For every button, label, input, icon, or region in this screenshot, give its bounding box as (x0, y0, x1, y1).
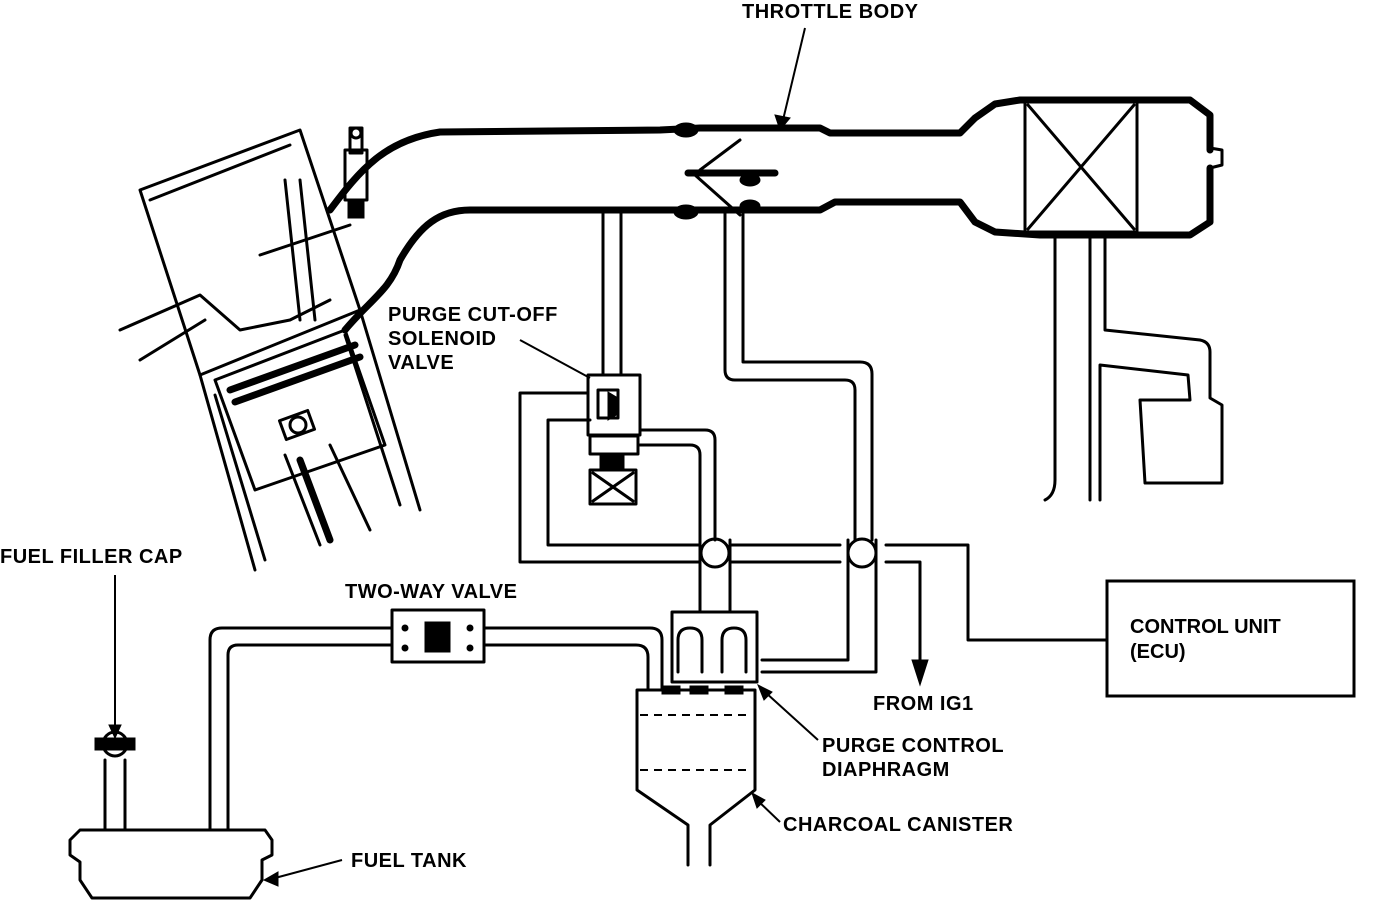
air-filter-hoses (1043, 233, 1224, 502)
charcoal-canister (635, 610, 759, 867)
ecu-label-line1: CONTROL UNIT (1130, 616, 1281, 638)
air-filter-box (1023, 100, 1139, 234)
leader-lines (108, 27, 819, 887)
ecu-box (1105, 579, 1356, 698)
purge-cutoff-label-line2: SOLENOID (388, 328, 497, 350)
fuel-filler-cap-label: FUEL FILLER CAP (0, 546, 183, 568)
from-ig1-label: FROM IG1 (873, 693, 974, 715)
fuel-tank (68, 828, 274, 900)
electrical-wiring (518, 391, 1109, 687)
two-way-valve (390, 608, 486, 664)
purge-control-label-line1: PURGE CONTROL (822, 735, 1005, 757)
purge-control-label-line2: DIAPHRAGM (822, 759, 950, 781)
purge-cutoff-label-line3: VALVE (388, 352, 455, 374)
fuel-filler-cap (94, 730, 136, 832)
intake-duct (326, 96, 1224, 334)
ecu-label-line2: (ECU) (1130, 641, 1186, 663)
throttle-body-label: THROTTLE BODY (742, 1, 919, 23)
throttle-valve (673, 122, 779, 220)
vacuum-hoses (601, 208, 874, 542)
charcoal-canister-label: CHARCOAL CANISTER (783, 814, 1014, 836)
purge-cutoff-solenoid-valve (586, 373, 717, 542)
fuel-tank-label: FUEL TANK (351, 850, 467, 872)
two-way-valve-label: TWO-WAY VALVE (345, 581, 518, 603)
purge-cutoff-label-line1: PURGE CUT-OFF (388, 304, 558, 326)
engine-cylinder (118, 128, 422, 572)
fuel-injector (343, 126, 369, 219)
vapor-line (208, 626, 664, 832)
